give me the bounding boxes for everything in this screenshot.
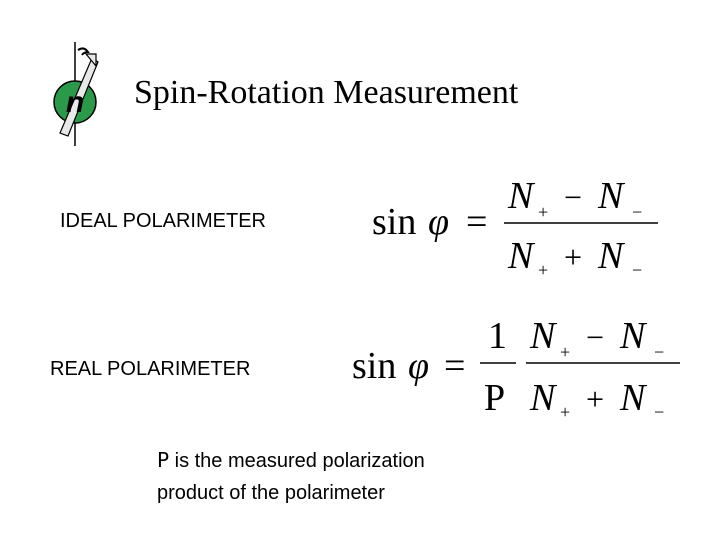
- real-num-n1: N: [529, 315, 558, 357]
- ideal-num-n1: N: [507, 175, 536, 217]
- real-den-n2: N: [619, 377, 648, 419]
- ideal-sin: sin: [372, 201, 416, 243]
- neutron-spin-logo-icon: n: [53, 42, 99, 146]
- real-sin: sin: [352, 345, 396, 387]
- ideal-den-s2: −: [632, 260, 642, 280]
- note-line-1-text: is the measured polarization: [174, 450, 425, 472]
- logo-letter: n: [66, 86, 84, 119]
- note-line-2: product of the polarimeter: [157, 482, 385, 504]
- real-num-n2: N: [619, 315, 648, 357]
- ideal-equals: =: [466, 201, 487, 243]
- real-polarimeter-label: REAL POLARIMETER: [50, 358, 251, 380]
- real-num-op: −: [586, 319, 604, 355]
- ideal-num-s1: +: [538, 202, 548, 222]
- ideal-den-n2: N: [597, 235, 626, 277]
- ideal-num-op: −: [564, 179, 582, 215]
- real-den-s1: +: [560, 402, 570, 422]
- real-num-s1: +: [560, 342, 570, 362]
- real-one: 1: [488, 315, 507, 357]
- ideal-den-n1: N: [507, 235, 536, 277]
- real-equals: =: [444, 345, 465, 387]
- real-phi: φ: [408, 345, 429, 387]
- ideal-den-op: +: [564, 239, 582, 275]
- real-num-s2: −: [654, 342, 664, 362]
- polarization-note: P is the measured polarization product o…: [157, 444, 425, 509]
- ideal-den-s1: +: [538, 260, 548, 280]
- note-symbol: P: [157, 448, 170, 472]
- real-equation: sin φ = 1 P N + − N − N + + N −: [348, 310, 688, 430]
- note-line-1: P is the measured polarization: [157, 444, 425, 477]
- ideal-num-s2: −: [632, 202, 642, 222]
- real-p: P: [484, 377, 505, 419]
- real-den-n1: N: [529, 377, 558, 419]
- ideal-phi: φ: [428, 201, 449, 243]
- real-den-op: +: [586, 381, 604, 417]
- ideal-num-n2: N: [597, 175, 626, 217]
- ideal-equation: sin φ = N + − N − N + + N −: [368, 170, 668, 285]
- ideal-polarimeter-label: IDEAL POLARIMETER: [60, 210, 266, 232]
- page-title: Spin-Rotation Measurement: [134, 74, 519, 111]
- real-den-s2: −: [654, 402, 664, 422]
